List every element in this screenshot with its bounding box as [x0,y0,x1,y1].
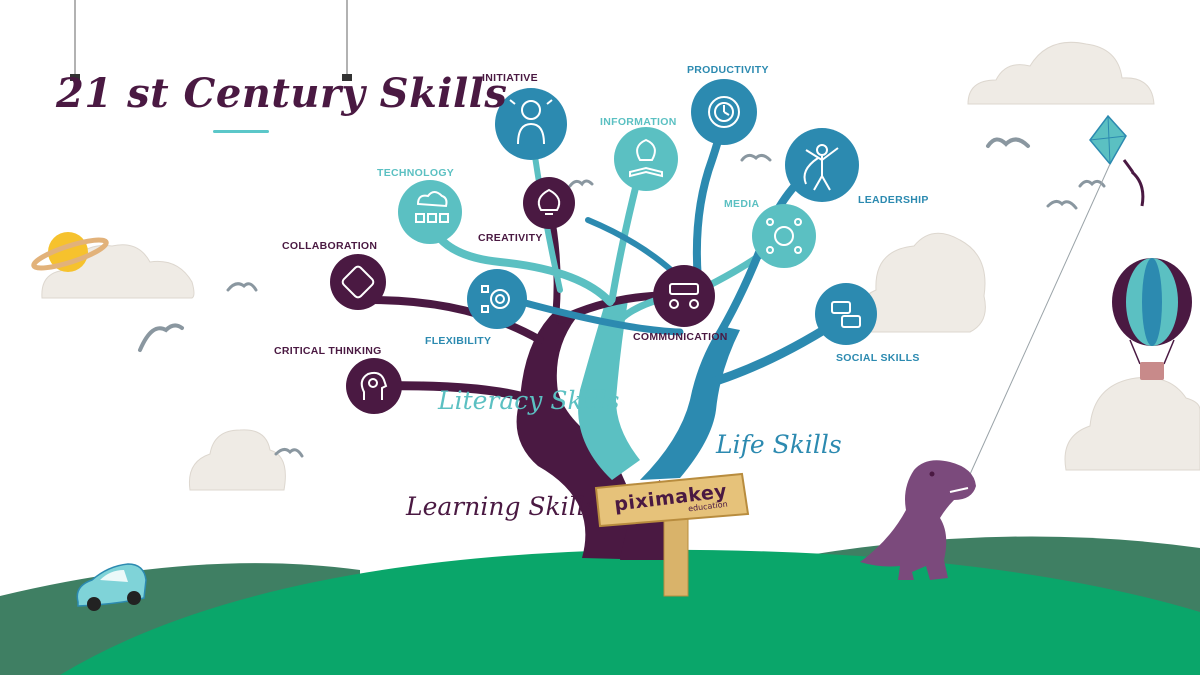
cloud-top-right [967,41,1155,105]
label-creativity: CREATIVITY [478,232,543,244]
hot-air-balloon-icon [1112,258,1192,380]
person-lightbulb-icon [509,99,553,145]
group-label-learning: Learning Skills [406,492,598,521]
label-communication: COMMUNICATION [633,331,728,343]
title-hangers [70,0,352,81]
label-collaboration: COLLABORATION [282,240,378,252]
hills [0,536,1200,675]
speech-bubbles-people-icon [669,283,699,309]
skill-node-flexibility [467,269,527,329]
title-underline [213,130,269,133]
label-technology: TECHNOLOGY [377,167,455,179]
skill-node-leadership [785,128,859,202]
hands-circle-icon [341,265,375,299]
page-title: 21 st Century Skills [56,70,508,117]
lightbulb-book-icon [629,138,663,178]
label-initiative: INITIATIVE [482,72,538,84]
dinosaur-icon [860,460,976,580]
brain-lightbulb-icon [537,188,561,215]
label-social-skills: SOCIAL SKILLS [836,352,920,364]
kite-icon [961,114,1145,493]
cloud-lower-right [1064,376,1200,471]
skill-node-technology [398,180,462,244]
skill-node-information [614,127,678,191]
label-information: INFORMATION [600,116,677,128]
skill-node-communication [653,265,715,327]
chat-bubbles-icon [831,301,861,328]
head-gear-icon [360,371,388,400]
cloud-mid-right [856,232,986,333]
skill-node-collaboration [330,254,386,310]
skill-node-initiative [495,88,567,160]
megaphone-network-icon [766,218,802,254]
cloud-lower-left [188,429,286,491]
car-icon [76,563,147,611]
cloud-network-icon [415,191,449,223]
group-label-life: Life Skills [716,430,842,459]
birds [138,137,1106,458]
skill-node-productivity [691,79,757,145]
gear-clock-icon [708,96,740,128]
signpost [594,472,750,597]
label-flexibility: FLEXIBILITY [425,335,492,347]
skill-node-social-skills [815,283,877,345]
hero-cape-icon [803,144,839,191]
skill-node-creativity [523,177,575,229]
target-arrows-icon [481,285,510,313]
planet-icon [31,232,109,272]
group-label-literacy: Literacy Skills [438,386,620,415]
label-critical-thinking: CRITICAL THINKING [274,345,382,357]
label-leadership: LEADERSHIP [858,194,929,206]
skill-node-critical-thinking [346,358,402,414]
skill-node-media [752,204,816,268]
label-media: MEDIA [724,198,760,210]
label-productivity: PRODUCTIVITY [687,64,769,76]
